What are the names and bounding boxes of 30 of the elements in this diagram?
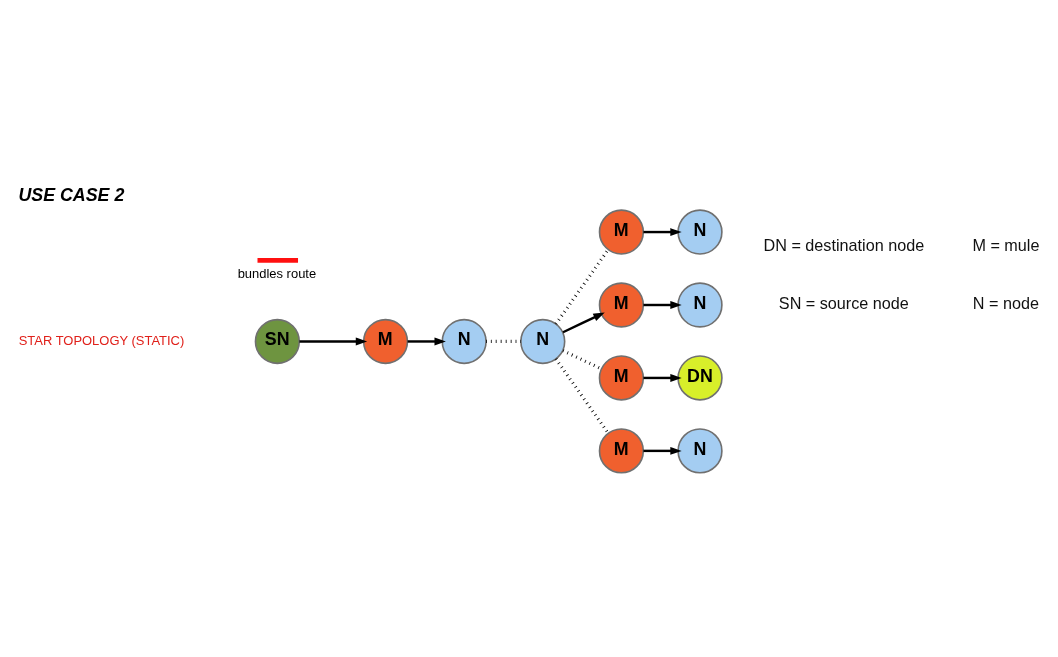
node-circle: SN [254,318,301,365]
node-circle: N [520,318,566,365]
legend-label: bundles route [237,266,317,282]
node-circle: M [598,355,645,401]
label: DN = destination node [763,235,925,254]
node-circle: M [362,318,409,365]
label: SN = source node [778,294,909,313]
node-circle: N [677,209,723,255]
arrow [643,446,682,455]
arrow [643,228,682,237]
node-circle: N [677,428,723,474]
arrow [643,301,682,309]
node-circle: M [598,209,645,255]
node-circle: M [598,428,645,474]
connector [486,339,521,344]
label: STAR TOPOLOGY (STATIC) [18,332,185,348]
connector [562,349,603,371]
arrow [643,373,682,382]
node-circle: N [441,318,487,365]
label: M = mule [972,235,1040,254]
connector [554,358,610,435]
node-circle: N [677,282,723,328]
connector [554,248,610,325]
arrow [562,312,605,334]
arrow [407,337,446,346]
label: N = node [972,294,1040,313]
diagram-title: USE CASE 2 [18,184,125,205]
node-circle: M [598,282,645,328]
arrow [299,337,368,346]
node-circle: DN [677,355,723,401]
